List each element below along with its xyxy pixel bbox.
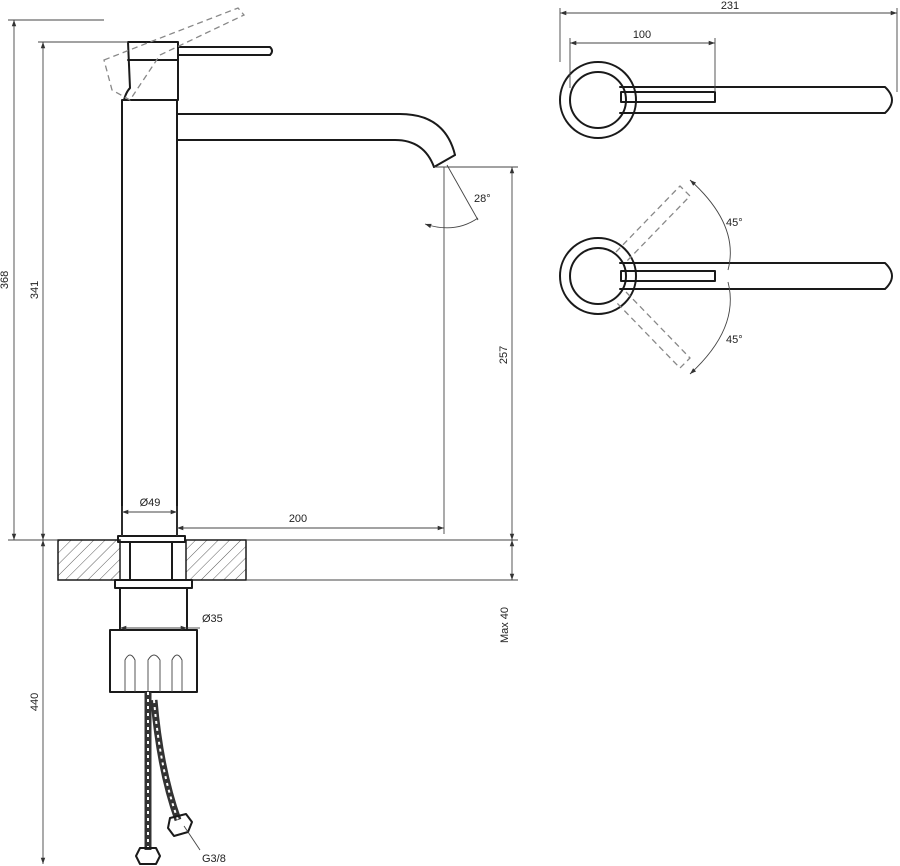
dim-spout-reach: 200 bbox=[289, 513, 307, 525]
side-dimensions: 368 341 257 200 Ø49 Ø35 28° Max 40 bbox=[0, 19, 518, 865]
shank-inner bbox=[129, 541, 173, 581]
top-view-spout bbox=[619, 86, 893, 114]
lever-rotated-down bbox=[615, 291, 691, 369]
dim-thread-size: G3/8 bbox=[202, 853, 226, 865]
top-view-outer-ring bbox=[559, 61, 637, 139]
rotation-inner-ring bbox=[569, 247, 627, 305]
dim-spout-height: 257 bbox=[498, 346, 510, 364]
dim-shank-diameter: Ø35 bbox=[202, 613, 223, 625]
dim-rotation-up: 45° bbox=[726, 217, 743, 229]
top-view-inner-ring bbox=[569, 71, 627, 129]
side-view bbox=[57, 7, 456, 865]
dim-body-diameter: Ø49 bbox=[140, 497, 161, 509]
lever-handle bbox=[177, 46, 273, 56]
top-view-lever bbox=[620, 91, 716, 103]
spout bbox=[176, 113, 456, 156]
rotation-outer-ring bbox=[559, 237, 637, 315]
countertop-section-left bbox=[57, 539, 121, 581]
countertop-section-right bbox=[185, 539, 247, 581]
dim-handle-length: 100 bbox=[633, 29, 651, 41]
lever-alt-position bbox=[103, 7, 246, 101]
fixing-nut bbox=[109, 629, 198, 693]
hose-fitting-left bbox=[135, 847, 161, 865]
shank bbox=[119, 587, 188, 631]
lever-rotated-up bbox=[615, 185, 691, 263]
dim-total-width: 231 bbox=[721, 0, 739, 12]
rotation-spout bbox=[619, 262, 893, 290]
top-view-rotation: 45° 45° bbox=[559, 179, 893, 375]
dim-hose-length: 440 bbox=[29, 693, 41, 711]
hose-right bbox=[150, 699, 182, 822]
handle-housing bbox=[123, 41, 179, 101]
dim-rotation-down: 45° bbox=[726, 334, 743, 346]
dim-body-height: 341 bbox=[29, 281, 41, 299]
faucet-body bbox=[121, 99, 178, 537]
dim-max-deck: Max 40 bbox=[499, 607, 511, 643]
top-view-handle: 231 100 bbox=[559, 0, 898, 139]
rotation-lever bbox=[620, 270, 716, 282]
lock-ring bbox=[114, 579, 193, 589]
dim-spout-angle: 28° bbox=[474, 193, 491, 205]
dim-overall-height: 368 bbox=[0, 271, 11, 289]
